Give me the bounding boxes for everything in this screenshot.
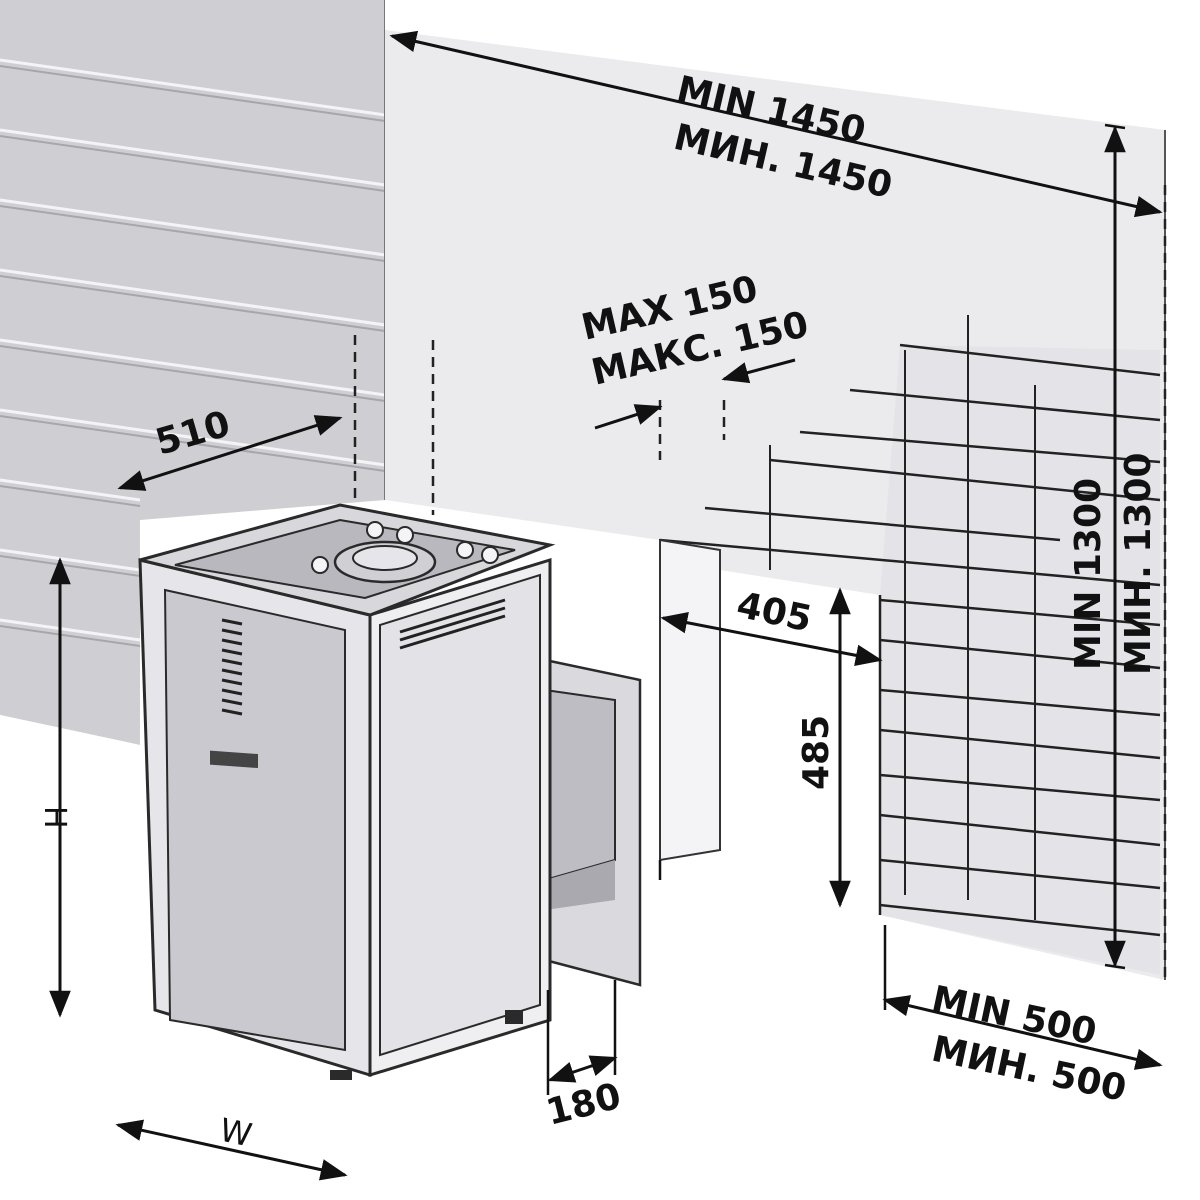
label-h: H: [37, 806, 72, 829]
dim-line-w: [115, 1119, 348, 1181]
heater-tunnel: [543, 658, 642, 987]
wall-opening: [659, 538, 721, 862]
dim-line-max-150-right: [721, 358, 796, 384]
dim-line-max-150-left: [594, 404, 663, 430]
brick-wall: [659, 315, 1161, 975]
label-w: W: [216, 1111, 255, 1155]
label-405: 405: [733, 585, 815, 641]
dim-line-510: [117, 415, 343, 491]
label-min-500-ru: МИН. 500: [928, 1029, 1130, 1110]
label-485: 485: [796, 715, 837, 790]
dim-line-min-1450: [389, 30, 1163, 218]
label-min-1300: MIN 1300: [1068, 478, 1109, 670]
sauna-heater: [138, 503, 556, 1080]
log-wall: [0, 0, 386, 745]
dim-line-min-500: [882, 995, 1163, 1070]
floor: [0, 715, 1200, 1200]
label-min-1300-ru: МИН. 1300: [1118, 453, 1159, 676]
dim-line-180: [547, 1055, 618, 1083]
